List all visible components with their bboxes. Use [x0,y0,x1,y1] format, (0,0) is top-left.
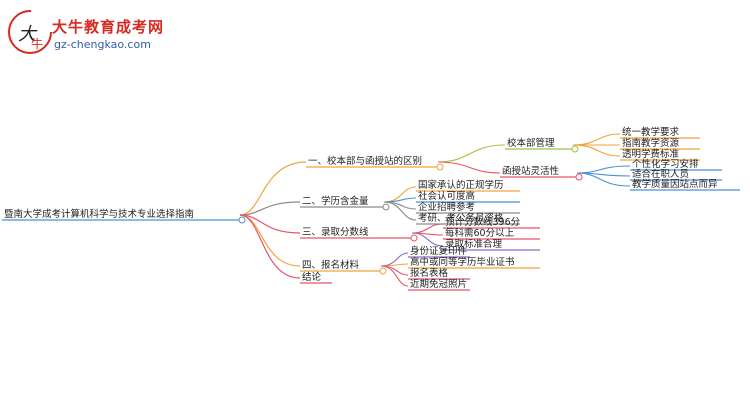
leaf-node[interactable]: 个性化学习安排 [632,158,699,170]
collapse-toggle-b1-c1[interactable] [571,145,579,153]
edge-c1-l3 [572,144,621,157]
edge-root-branch-2 [239,201,301,216]
leaf-node[interactable]: 统一教学要求 [622,126,680,138]
branch-node[interactable]: 二、学历含金量 [302,195,369,207]
leaf-node[interactable]: 预计分数线396分 [445,216,521,228]
branch-node[interactable]: 结论 [302,271,322,283]
edge-c2-l1 [576,165,631,174]
branch-node[interactable]: 三、录取分数线 [302,226,369,238]
branch-node[interactable]: 四、报名材料 [302,259,360,271]
leaf-node[interactable]: 国家承认的正规学历 [418,179,504,191]
edge-b2-l4 [383,201,417,221]
site-logo[interactable]: 大 牛 大牛教育成考网 gz-chengkao.com [0,0,260,60]
collapse-toggle-b3[interactable] [410,234,418,242]
sub-node[interactable]: 函授站灵活性 [502,165,560,177]
edge-b1-c2 [437,161,501,174]
edge-b4-l4 [380,265,409,287]
edge-root-branch-5 [239,214,301,279]
leaf-node[interactable]: 录取标准合理 [445,238,503,250]
leaf-node[interactable]: 每科需60分以上 [445,227,515,239]
edge-b3-l3 [411,232,444,247]
leaf-node[interactable]: 高中或同等学历毕业证书 [410,256,515,268]
collapse-toggle-b4[interactable] [379,267,387,275]
edge-c1-l1 [572,133,621,146]
collapse-toggle-b1[interactable] [436,163,444,171]
collapse-toggle-b2[interactable] [382,203,390,211]
collapse-toggle-root[interactable] [238,216,246,224]
sub-node[interactable]: 校本部管理 [507,137,555,149]
edge-b2-l1 [383,186,417,203]
leaf-node[interactable]: 企业招聘参考 [418,201,475,213]
svg-text:大: 大 [18,24,38,44]
logo-mark-icon: 大 牛 [8,10,52,54]
edge-b4-l2 [380,263,409,267]
edge-b2-l2 [383,197,417,203]
leaf-node[interactable]: 社会认可度高 [418,190,475,202]
leaf-node[interactable]: 适合在职人员 [632,168,689,180]
edge-root-branch-3 [239,214,301,234]
collapse-toggle-b1-c2[interactable] [575,173,583,181]
leaf-node[interactable]: 透明学费标准 [622,148,680,160]
edge-c2-l3 [576,172,631,187]
edge-b3-l1 [411,223,444,234]
edge-root-branch-1 [239,161,307,216]
leaf-node[interactable]: 身份证复印件 [410,245,468,257]
svg-text:牛: 牛 [31,36,43,51]
root-node[interactable]: 暨南大学成考计算机科学与技术专业选择指南 [4,208,194,220]
logo-url: gz-chengkao.com [54,38,151,51]
edge-b1-c1 [437,144,506,163]
leaf-node[interactable]: 考研、考公务员资格 [418,212,504,224]
leaf-node[interactable]: 近期免冠照片 [410,278,467,290]
leaf-node[interactable]: 报名表格 [410,267,449,279]
logo-title: 大牛教育成考网 [52,18,165,36]
leaf-node[interactable]: 指南教学资源 [622,137,680,149]
leaf-node[interactable]: 教学质量因站点而异 [632,178,718,190]
branch-node[interactable]: 一、校本部与函授站的区别 [308,155,422,167]
